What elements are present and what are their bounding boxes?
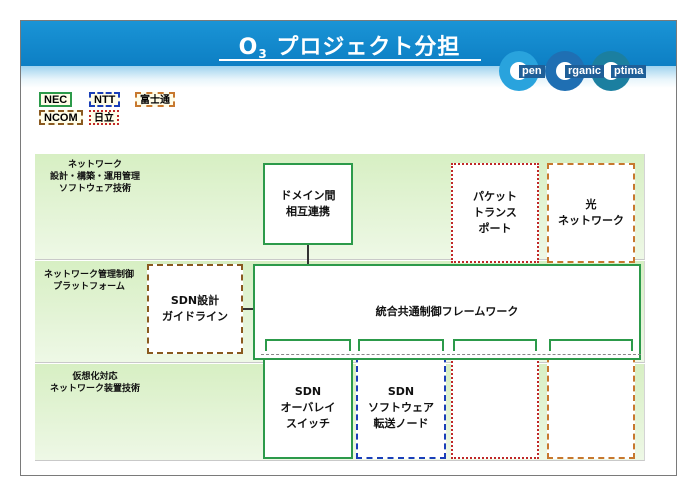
legend-hitachi: 日立 <box>89 110 119 125</box>
title-text: プロジェクト分担 <box>267 35 461 60</box>
legend-ncom: NCOM <box>39 110 83 125</box>
connector-line <box>243 308 253 310</box>
box-packet-transport: パケット トランス ポート <box>451 163 539 263</box>
framework-dashed-line <box>261 354 641 355</box>
framework-notch <box>453 339 537 351</box>
logo-word-organic: rganic <box>565 65 605 78</box>
framework-notch <box>358 339 444 351</box>
box-domain-interconnect: ドメイン間 相互連携 <box>263 163 353 245</box>
title-subscript: 3 <box>258 47 268 61</box>
legend-ntt: NTT <box>89 92 121 107</box>
title-letter: O <box>238 35 259 60</box>
open-organic-optima-logo: pen rganic ptima <box>499 51 676 91</box>
band-label-platform: ネットワーク管理制御 プラットフォーム <box>43 270 134 292</box>
page-title: O3 プロジェクト分担 <box>21 29 676 61</box>
title-underline <box>219 59 481 61</box>
box-sdn-design-guideline: SDN設計 ガイドライン <box>147 264 243 354</box>
framework-notch <box>549 339 633 351</box>
connector-line <box>307 245 309 265</box>
band-label-devices: 仮想化対応 ネットワーク装置技術 <box>49 372 140 394</box>
band-label-design: ネットワーク 設計・構築・運用管理 ソフトウェア技術 <box>49 160 140 194</box>
framework-notch <box>265 339 351 351</box>
logo-word-open: pen <box>519 65 545 78</box>
logo-word-optima: ptima <box>611 65 647 78</box>
box-optical-network: 光 ネットワーク <box>547 163 635 263</box>
legend-nec: NEC <box>39 92 73 107</box>
slide: O3 プロジェクト分担 pen rganic ptima NEC NTT 富士通… <box>20 20 677 476</box>
legend-fujitsu: 富士通 <box>135 92 175 107</box>
